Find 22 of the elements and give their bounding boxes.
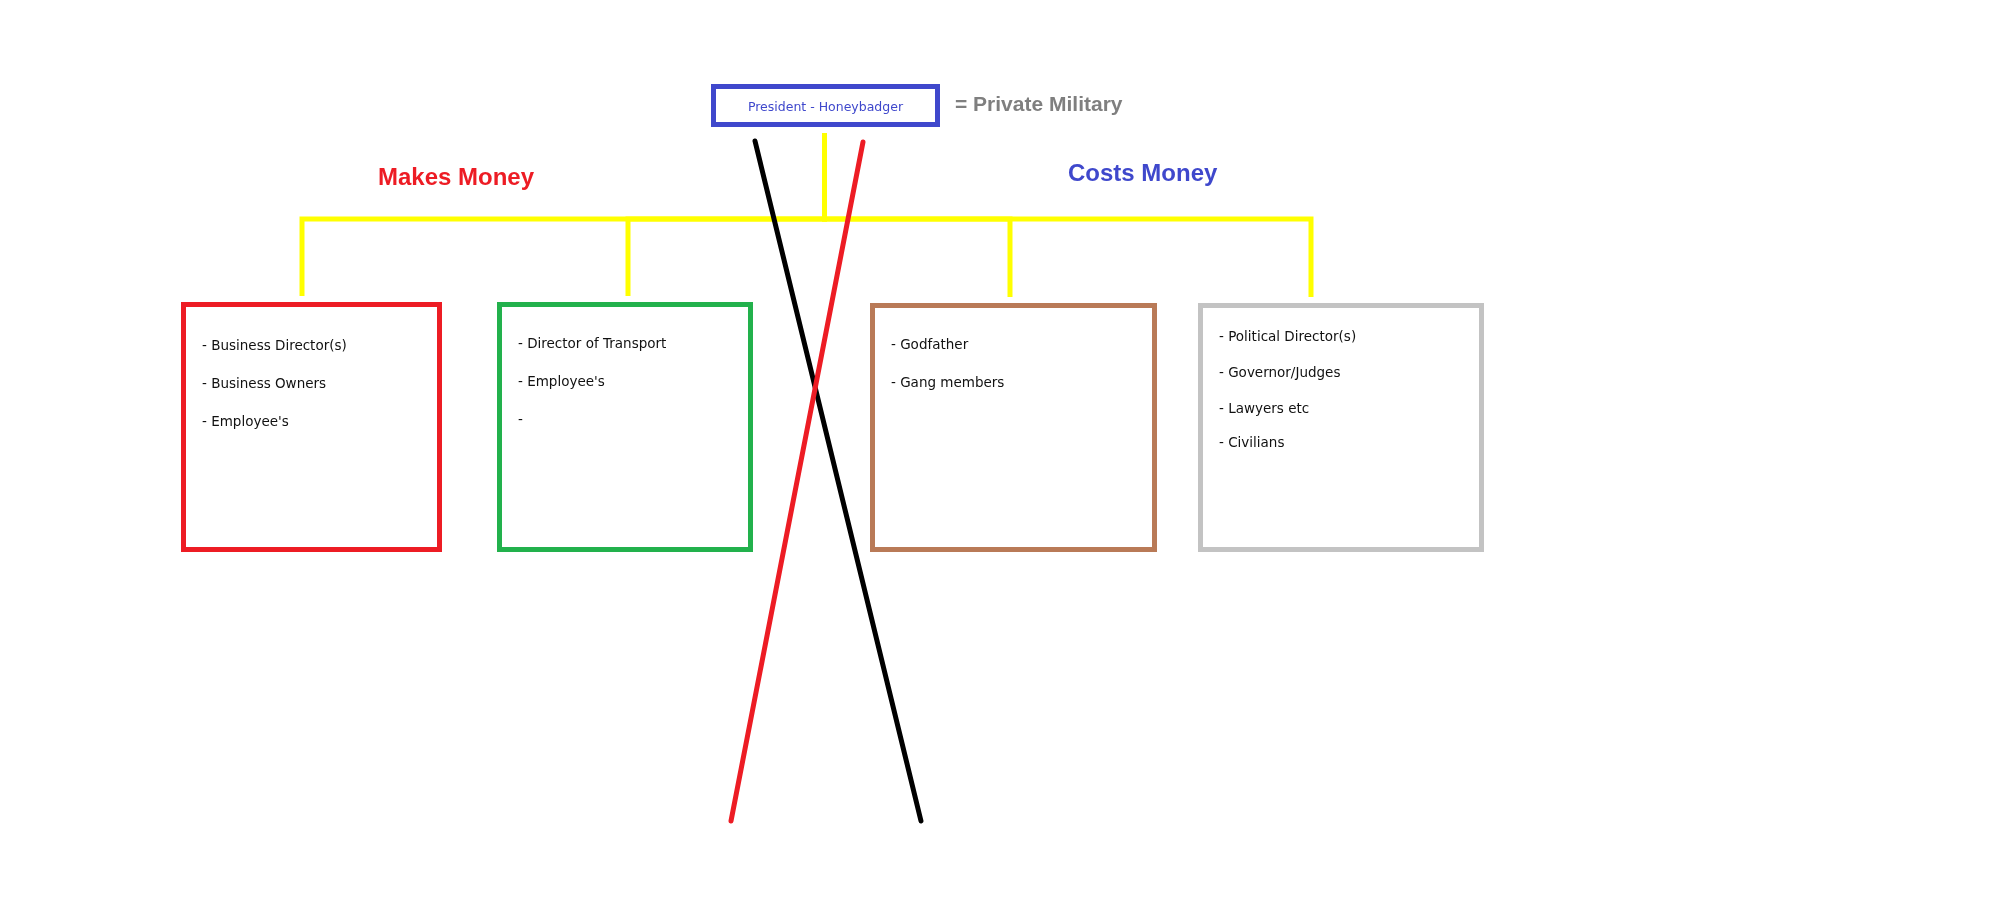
list-item: - Employee's — [202, 413, 289, 429]
connector-line — [822, 133, 1314, 297]
list-item: - Business Director(s) — [202, 337, 347, 353]
list-item: - Business Owners — [202, 375, 327, 391]
list-item: - Political Director(s) — [1219, 328, 1357, 344]
list-item: - Governor/Judges — [1219, 364, 1341, 380]
list-item: - Gang members — [891, 374, 1005, 390]
list-item: - Lawyers etc — [1219, 400, 1310, 416]
list-item: - Civilians — [1219, 434, 1285, 450]
list-box — [870, 303, 1157, 552]
list-item: - Director of Transport — [518, 335, 667, 351]
list-item: - Employee's — [518, 373, 605, 389]
list-item: - Godfather — [891, 336, 969, 352]
group-heading: Costs Money — [1068, 159, 1218, 187]
list-box — [181, 302, 442, 552]
side-note: = Private Military — [955, 92, 1123, 116]
group-heading: Makes Money — [378, 163, 535, 191]
list-box — [1198, 303, 1484, 552]
title-box — [711, 84, 940, 127]
list-box — [497, 302, 753, 552]
box-title: President - Honeybadger — [746, 99, 905, 114]
list-item: - — [518, 411, 523, 427]
